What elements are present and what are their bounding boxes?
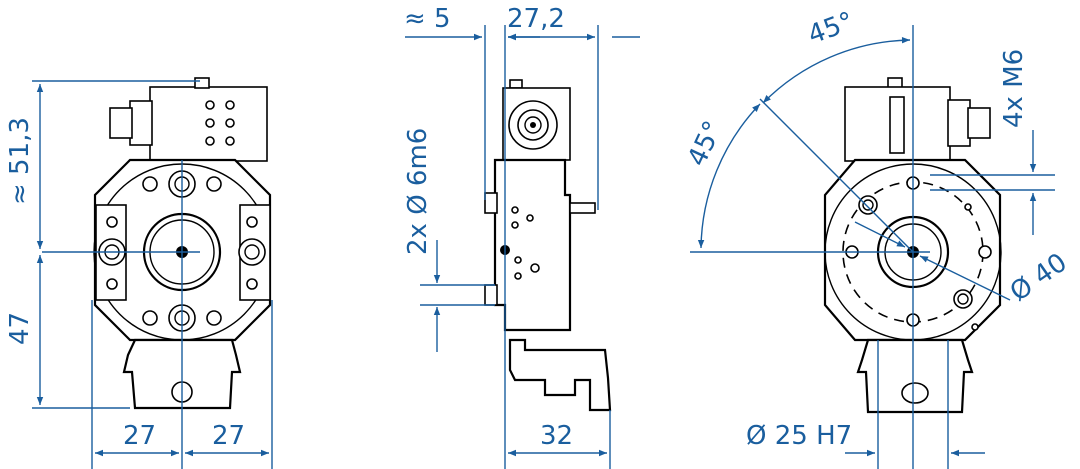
bolt-circle-label: Ø 40 [1005, 248, 1073, 308]
rear-bracket [856, 338, 974, 414]
rear-view: 45° 45° 4x M6 Ø 40 Ø 25 H7 [682, 7, 1073, 469]
height-top-label: ≈ 51,3 [5, 117, 35, 205]
offset-label: ≈ 5 [404, 4, 451, 34]
bore-diameter-label: Ø 25 H7 [746, 421, 852, 451]
pin-diameter-label: 2x Ø 6m6 [403, 128, 433, 255]
side-bracket [508, 338, 612, 412]
height-bottom-label: 47 [5, 312, 35, 345]
front-view: ≈ 51,3 47 27 27 [5, 77, 273, 469]
width-left-label: 27 [123, 421, 156, 451]
side-width-label: 32 [540, 421, 573, 451]
depth-label: 27,2 [507, 4, 565, 34]
thread-label: 4x M6 [999, 49, 1029, 128]
angle-top-label: 45° [804, 7, 858, 51]
side-body [493, 158, 572, 332]
side-view: ≈ 5 27,2 2x Ø 6m6 32 [403, 4, 640, 469]
angle-left-label: 45° [682, 117, 729, 171]
width-right-label: 27 [212, 421, 245, 451]
